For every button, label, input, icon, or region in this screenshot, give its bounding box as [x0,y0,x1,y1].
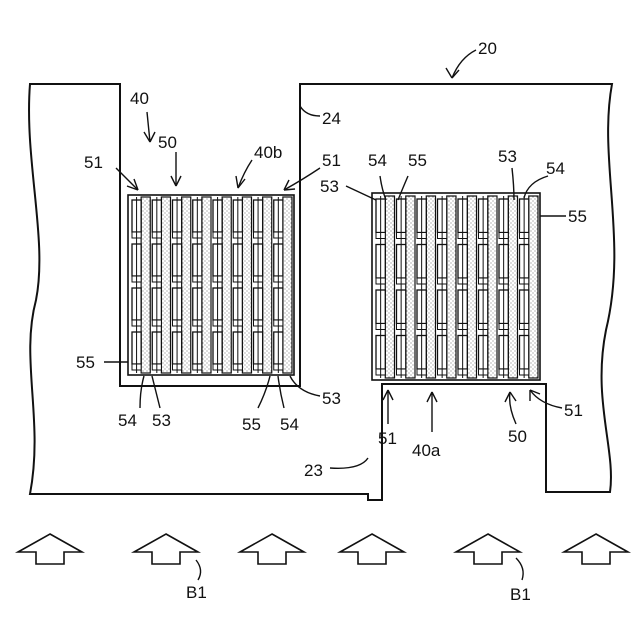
label-53-left-a: 53 [152,411,171,430]
label-b1-a: B1 [186,583,207,602]
label-50-right: 50 [508,427,527,446]
label-24: 24 [322,109,341,128]
flow-arrow [18,534,82,564]
label-55-right-a: 55 [408,151,427,170]
label-51-right-a: 51 [378,429,397,448]
label-51-left-b: 51 [322,151,341,170]
label-53-left-b: 53 [322,389,341,408]
label-53-right-b: 53 [498,147,517,166]
flow-arrow [564,534,628,564]
dotted-bar [447,196,456,378]
flow-arrow [240,534,304,564]
dotted-bar [141,197,150,373]
label-51-right-b: 51 [564,401,583,420]
label-50-left: 50 [158,133,177,152]
flow-arrow [340,534,404,564]
label-23: 23 [304,461,323,480]
dotted-bar [263,197,272,373]
array-40b [128,195,294,375]
label-53-right-a: 53 [320,177,339,196]
label-51-left-a: 51 [84,153,103,172]
label-54-left-a: 54 [118,411,137,430]
label-40: 40 [130,89,149,108]
flow-arrow [134,534,198,564]
dotted-bar [202,197,211,373]
dotted-bar [508,196,517,378]
flow-arrows [18,534,628,564]
label-54-left-b: 54 [280,415,299,434]
label-40a: 40a [412,441,441,460]
label-55-left: 55 [76,353,95,372]
dotted-bar [242,197,251,373]
dotted-bar [406,196,415,378]
label-55-right-b: 55 [568,207,587,226]
dotted-bar [222,197,231,373]
dotted-bar [488,196,497,378]
label-54-right-a: 54 [368,151,387,170]
array-40a [372,193,540,380]
dotted-bar [529,196,538,378]
dotted-bar [161,197,170,373]
dotted-bar [426,196,435,378]
label-b1-b: B1 [510,585,531,604]
label-40b: 40b [254,143,282,162]
dotted-bar [467,196,476,378]
dotted-bar [283,197,292,373]
dotted-bar [182,197,191,373]
label-55-left-b: 55 [242,415,261,434]
label-20: 20 [478,39,497,58]
dotted-bar [385,196,394,378]
label-54-right-b: 54 [546,159,565,178]
flow-arrow [456,534,520,564]
